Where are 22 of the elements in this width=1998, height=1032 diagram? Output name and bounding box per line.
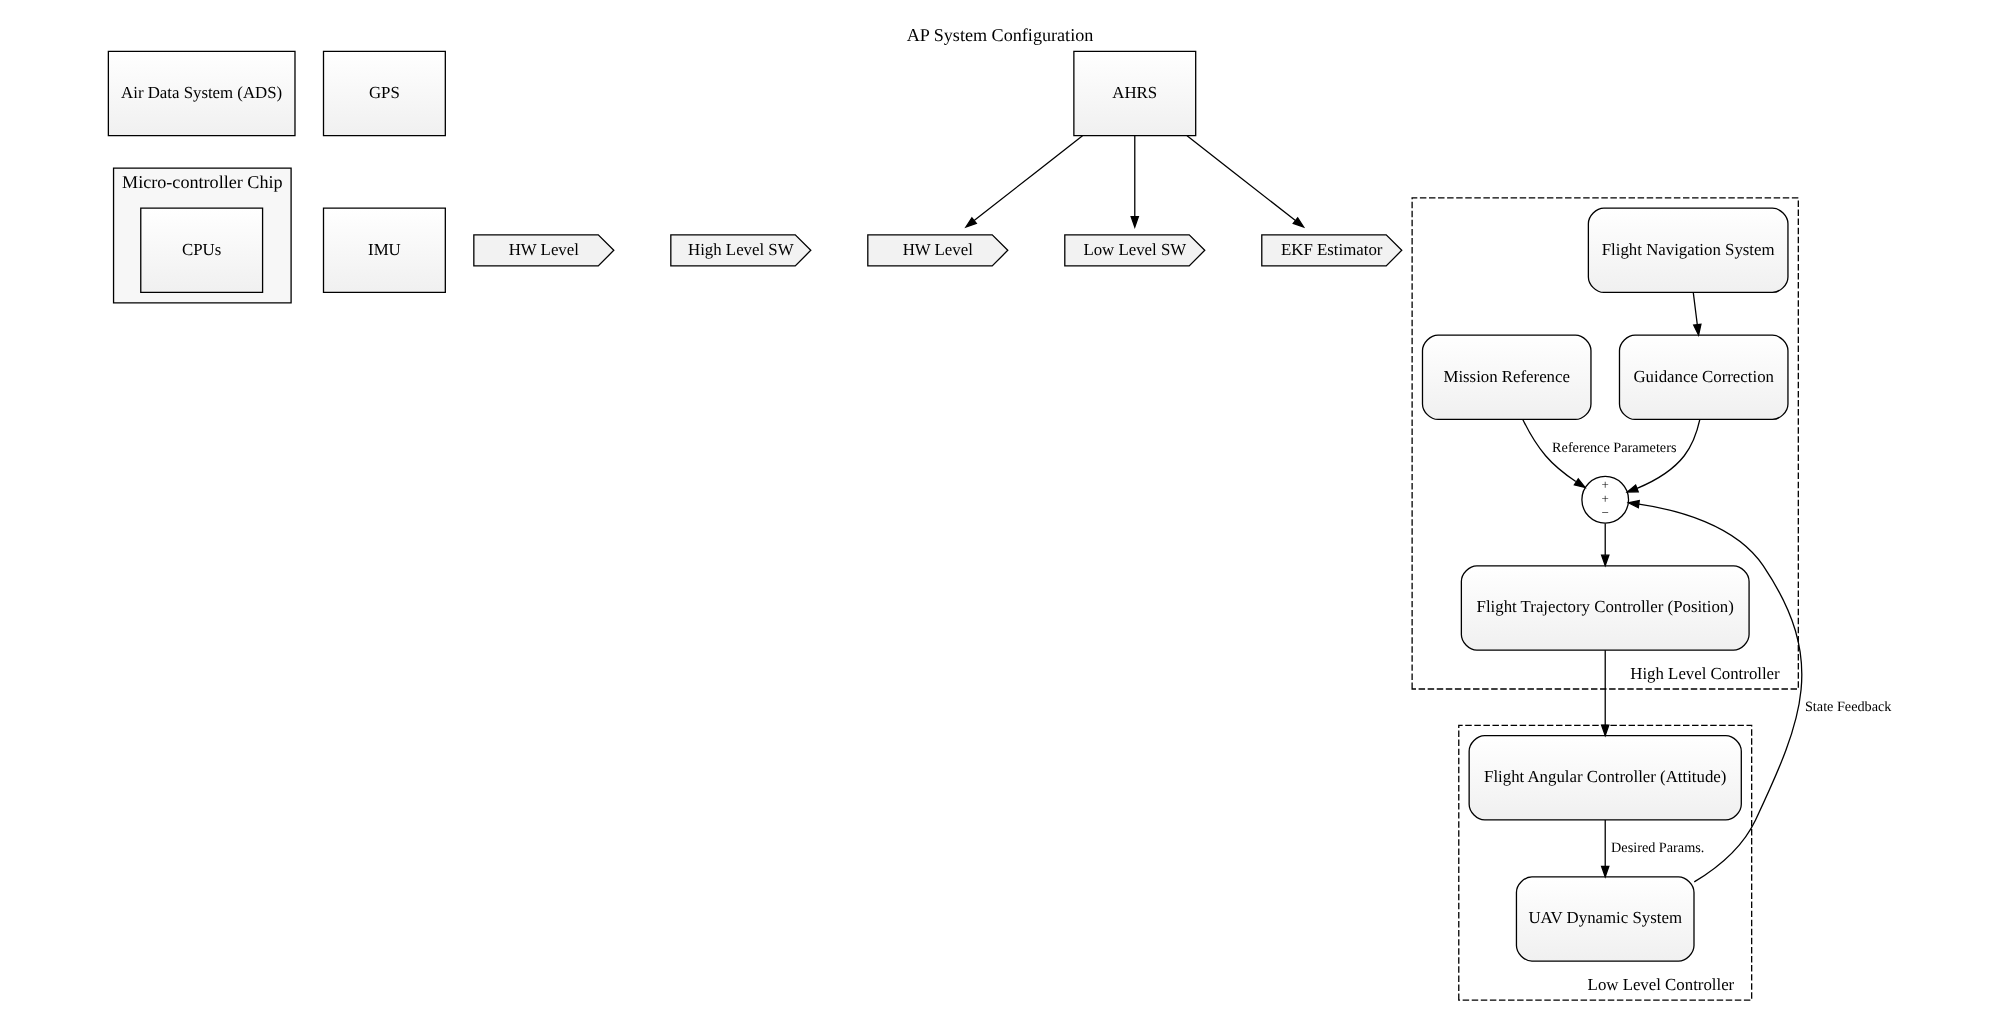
node-box: CPUs [139,207,263,294]
node-box: Flight Navigation System [1586,207,1788,294]
arrow [1624,418,1700,493]
arrow [1129,135,1139,229]
node-box: Flight Angular Controller (Attitude) [1467,735,1741,821]
arrow [1521,419,1586,489]
arrow [1599,819,1609,879]
node-box: Guidance Correction [1617,334,1788,421]
arrow [1691,292,1701,337]
arrow [1599,522,1609,568]
arrow [1185,135,1305,229]
node-box: AHRS [1072,50,1196,137]
node-box: Air Data System (ADS) [106,50,295,137]
node-box: IMU [321,207,445,294]
arrow [1625,499,1802,883]
node-box: UAV Dynamic System [1514,876,1694,962]
node-box: GPS [321,50,445,137]
node-box: Flight Trajectory Controller (Position) [1459,565,1749,651]
diagram-title: AP System Configuration [905,25,1093,46]
node-box: Mission Reference [1420,334,1591,421]
arrow [1599,649,1609,738]
arrow [963,135,1083,229]
